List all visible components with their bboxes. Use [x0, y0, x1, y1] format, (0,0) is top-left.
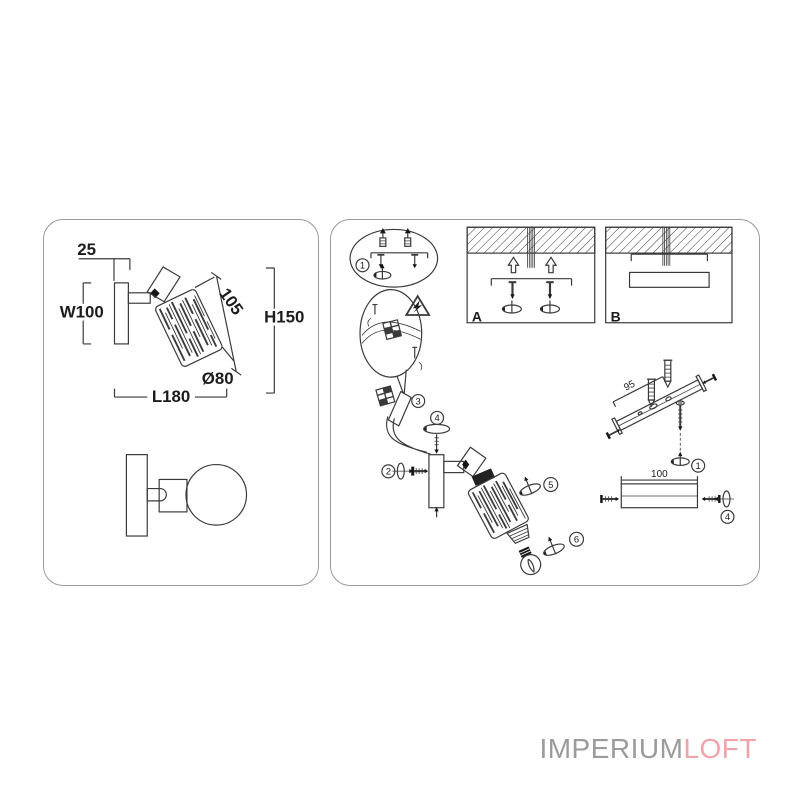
dim-shade-length-label: 105 — [215, 285, 247, 319]
spec-drawing: 25 W100 105 H150 Ø80 L180 — [58, 240, 309, 537]
step-3-number: 3 — [416, 396, 421, 407]
dim-depth-label: 25 — [77, 240, 96, 259]
plate-front-detail — [600, 476, 734, 509]
step-2-number: 2 — [386, 467, 391, 478]
mounting-diagram-a — [466, 226, 596, 324]
bracket-spacing-label: 95 — [622, 379, 637, 394]
detail-4-number: 4 — [725, 512, 730, 523]
dim-height-bg — [261, 308, 309, 326]
brand-name-primary: IMPERIUM — [539, 733, 684, 764]
install-panel: 1 — [330, 219, 760, 586]
step-badge-3 — [411, 393, 426, 409]
exploded-assembly — [375, 385, 565, 576]
detail-badge-4 — [720, 509, 735, 524]
plate-length-label: 100 — [651, 469, 668, 480]
dim-width-label: W100 — [60, 303, 104, 322]
dim-length-bg — [147, 388, 195, 405]
step-4-number: 4 — [434, 413, 439, 424]
install-drawing: 1 — [349, 226, 735, 576]
warning-triangle-icon — [404, 294, 431, 316]
bulb-icon — [518, 546, 542, 576]
top-view-drawing — [125, 454, 248, 537]
step-badge-2 — [381, 464, 396, 479]
spec-panel: 25 W100 105 H150 Ø80 L180 — [43, 219, 319, 586]
dim-height-label: H150 — [264, 308, 304, 327]
bracket-3d-detail — [605, 359, 718, 467]
brand-logo: IMPERIUMLOFT — [539, 733, 757, 765]
step-badge-1 — [355, 258, 370, 273]
side-view-drawing — [78, 258, 275, 398]
dim-width-bg — [58, 303, 105, 321]
brand-name-secondary: LOFT — [683, 733, 757, 764]
dim-length-label: L180 — [152, 387, 190, 406]
step-badge-6 — [568, 531, 585, 547]
step-1-number: 1 — [360, 261, 365, 272]
detail-1-number: 1 — [696, 461, 701, 472]
step-5-number: 5 — [548, 480, 553, 491]
wiring-detail — [359, 289, 431, 394]
step1-anchors-detail — [349, 227, 439, 288]
mount-b-label: B — [611, 308, 621, 324]
mounting-diagram-b — [605, 226, 733, 324]
step-badge-5 — [543, 476, 559, 493]
dim-diameter-label: Ø80 — [202, 369, 234, 388]
mount-a-label: A — [472, 308, 482, 324]
step-badge-4 — [430, 410, 445, 425]
detail-badge-1 — [691, 458, 706, 473]
step-6-number: 6 — [574, 535, 579, 546]
